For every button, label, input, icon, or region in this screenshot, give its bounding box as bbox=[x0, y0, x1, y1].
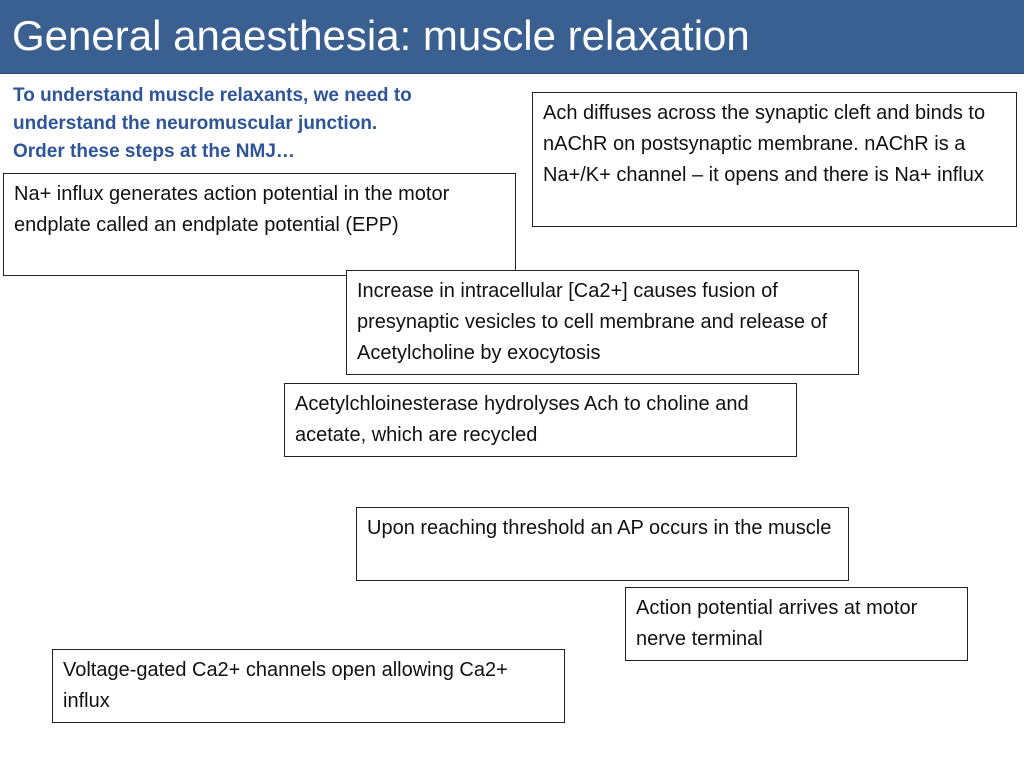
step-box-text: Action potential arrives at motor nerve … bbox=[636, 597, 918, 650]
step-box-ach-diffuses[interactable]: Ach diffuses across the synaptic cleft a… bbox=[532, 92, 1017, 227]
step-box-text: Voltage-gated Ca2+ channels open allowin… bbox=[63, 659, 508, 712]
step-box-na-influx-epp[interactable]: Na+ influx generates action potential in… bbox=[3, 173, 516, 276]
step-box-text: Na+ influx generates action potential in… bbox=[14, 183, 450, 236]
instructions-line-2: understand the neuromuscular junction. bbox=[13, 113, 378, 134]
step-box-ap-arrives[interactable]: Action potential arrives at motor nerve … bbox=[625, 587, 968, 661]
instructions-line-1: To understand muscle relaxants, we need … bbox=[13, 85, 412, 106]
instructions-line-3: Order these steps at the NMJ… bbox=[13, 141, 295, 162]
step-box-text: Upon reaching threshold an AP occurs in … bbox=[367, 517, 832, 539]
instructions: To understand muscle relaxants, we need … bbox=[13, 82, 503, 166]
step-box-text: Acetylchloinesterase hydrolyses Ach to c… bbox=[295, 393, 749, 446]
step-box-text: Increase in intracellular [Ca2+] causes … bbox=[357, 280, 828, 364]
title-bar: General anaesthesia: muscle relaxation bbox=[0, 0, 1024, 74]
step-box-ca-channels-open[interactable]: Voltage-gated Ca2+ channels open allowin… bbox=[52, 649, 565, 723]
slide-title: General anaesthesia: muscle relaxation bbox=[12, 12, 750, 59]
step-box-ca-increase-exocytosis[interactable]: Increase in intracellular [Ca2+] causes … bbox=[346, 270, 859, 375]
step-box-threshold-ap[interactable]: Upon reaching threshold an AP occurs in … bbox=[356, 507, 849, 581]
step-box-acetylcholinesterase[interactable]: Acetylchloinesterase hydrolyses Ach to c… bbox=[284, 383, 797, 457]
step-box-text: Ach diffuses across the synaptic cleft a… bbox=[543, 102, 986, 186]
